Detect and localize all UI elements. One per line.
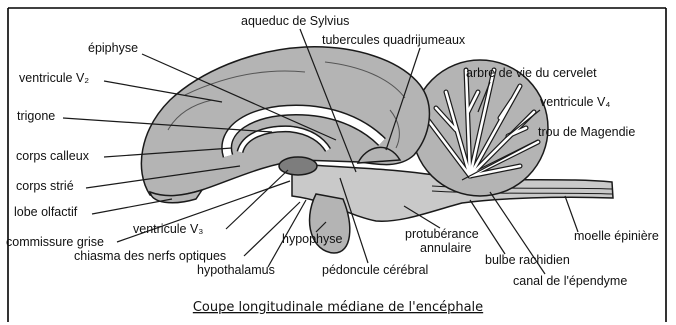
label-lobe-olfactif: lobe olfactif: [14, 205, 78, 219]
label-ventricule-v3: ventricule V₃: [133, 222, 203, 236]
label-pedoncule: pédoncule cérébral: [322, 263, 428, 277]
label-aqueduc: aqueduc de Sylvius: [241, 14, 349, 28]
label-canal-ependyme: canal de l'épendyme: [513, 274, 627, 288]
ventricle-v3-shape: [279, 157, 317, 175]
label-corps-strie: corps strié: [16, 179, 74, 193]
leader-lobe-olfactif: [92, 199, 172, 214]
label-protuberance-line2: annulaire: [420, 241, 471, 255]
leader-chiasma: [244, 202, 300, 256]
label-protuberance-line1: protubérance: [405, 227, 479, 241]
label-hypophyse: hypophyse: [282, 232, 343, 246]
leader-moelle: [565, 196, 578, 232]
leader-ventricule-v3: [226, 170, 288, 229]
label-moelle: moelle épinière: [574, 229, 659, 243]
label-bulbe: bulbe rachidien: [485, 253, 570, 267]
label-ventricule-v4: ventricule V₄: [540, 95, 610, 109]
label-trigone: trigone: [17, 109, 55, 123]
label-hypothalamus: hypothalamus: [197, 263, 275, 277]
label-corps-calleux: corps calleux: [16, 149, 90, 163]
label-ventricule-v2: ventricule V₂: [19, 71, 89, 85]
label-chiasma: chiasma des nerfs optiques: [74, 249, 226, 263]
label-epiphyse: épiphyse: [88, 41, 138, 55]
label-commissure-grise: commissure grise: [6, 235, 104, 249]
label-tubercules: tubercules quadrijumeaux: [322, 33, 466, 47]
label-arbre-de-vie: arbre de vie du cervelet: [466, 66, 597, 80]
label-trou-magendie: trou de Magendie: [538, 125, 635, 139]
figure-caption: Coupe longitudinale médiane de l'encépha…: [193, 300, 483, 315]
